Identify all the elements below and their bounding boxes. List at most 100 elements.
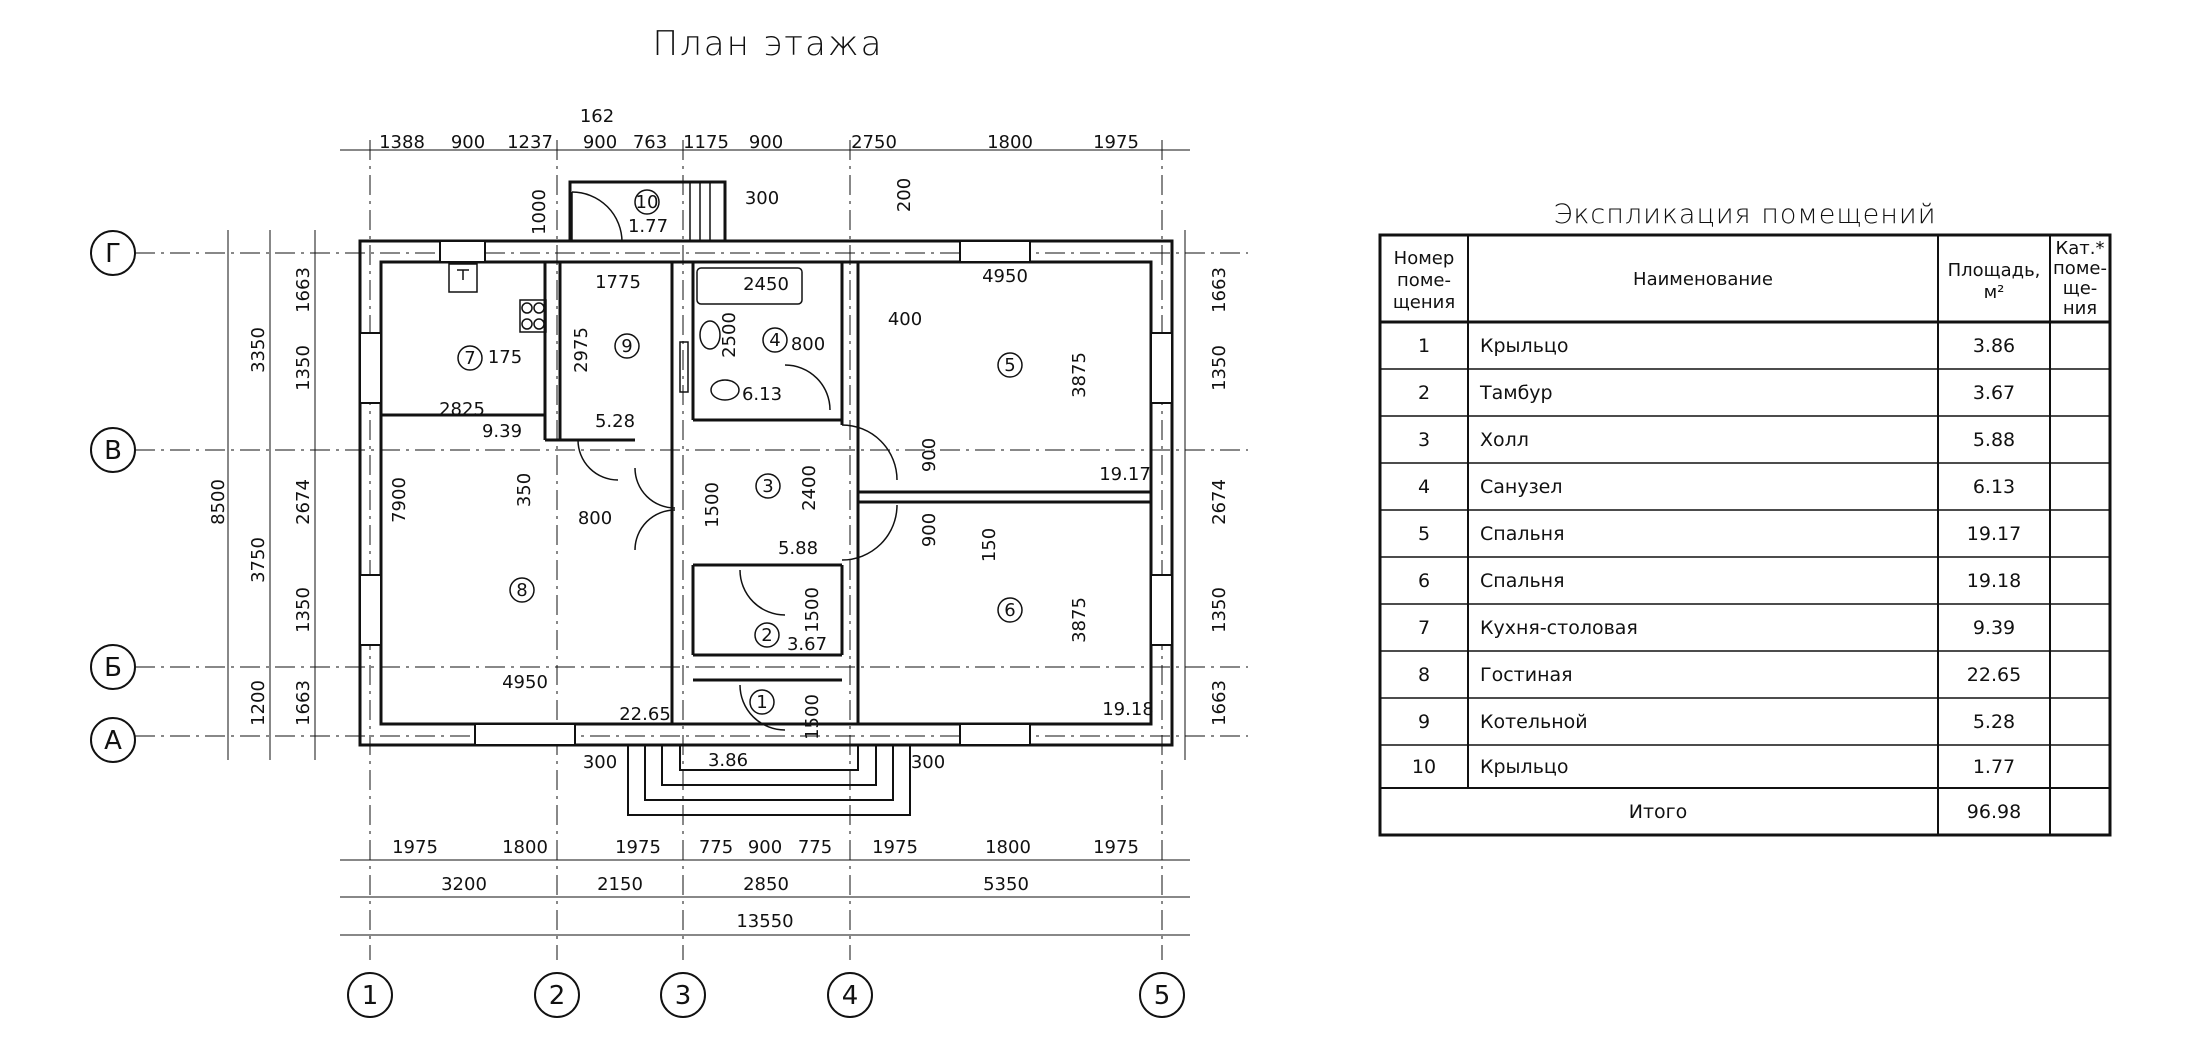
svg-text:1.77: 1.77 — [628, 216, 668, 237]
svg-text:Санузел: Санузел — [1480, 476, 1563, 498]
svg-text:350: 350 — [514, 473, 535, 507]
svg-text:162: 162 — [580, 106, 614, 127]
porch-1-steps — [627, 745, 911, 816]
svg-text:Г: Г — [105, 239, 121, 269]
room-tag-1: 13.86 — [708, 689, 775, 771]
interior-walls — [381, 262, 1151, 724]
svg-text:1500: 1500 — [702, 482, 723, 528]
svg-text:Котельной: Котельной — [1480, 711, 1588, 733]
svg-text:5350: 5350 — [983, 874, 1029, 895]
svg-text:Кат.*: Кат.* — [2055, 238, 2104, 259]
svg-text:5.28: 5.28 — [1973, 711, 2015, 733]
porch-10 — [568, 180, 727, 241]
axis-marker-a: А — [90, 717, 136, 763]
svg-text:1663: 1663 — [1209, 267, 1230, 313]
svg-text:2850: 2850 — [743, 874, 789, 895]
axis-marker-g: Г — [90, 230, 136, 276]
svg-text:2: 2 — [761, 625, 772, 646]
svg-text:900: 900 — [919, 513, 940, 547]
svg-text:8: 8 — [516, 580, 527, 601]
svg-text:1350: 1350 — [293, 587, 314, 633]
svg-text:7900: 7900 — [389, 477, 410, 523]
svg-text:3: 3 — [1418, 429, 1430, 451]
svg-text:200: 200 — [894, 178, 915, 212]
svg-text:Холл: Холл — [1480, 429, 1529, 451]
dims-bottom-2: 3200 2150 2850 5350 13550 — [441, 874, 1029, 932]
table-total-row: Итого 96.98 — [1629, 801, 2021, 823]
svg-text:Крыльцо: Крыльцо — [1480, 335, 1568, 357]
svg-text:1388: 1388 — [379, 132, 425, 153]
dims-left: 8500 3350 3750 1200 1663 1350 2674 1350 … — [208, 267, 314, 726]
dims-interior: 1000 300 200 1775 2450 4950 400 2975 250… — [389, 178, 1151, 773]
room-tag-10: 101.77 — [628, 189, 668, 237]
svg-text:4: 4 — [1418, 476, 1430, 498]
axis-markers-h: Г В Б А — [90, 230, 136, 763]
svg-text:1800: 1800 — [502, 837, 548, 858]
svg-text:Тамбур: Тамбур — [1479, 382, 1553, 404]
room-tag-5: 5 — [997, 352, 1023, 378]
dims-bottom-1: 1975 1800 1975 775 900 775 1975 1800 197… — [392, 837, 1139, 858]
svg-text:1.77: 1.77 — [1973, 756, 2015, 778]
room-tag-3: 35.88 — [755, 473, 818, 559]
svg-text:400: 400 — [888, 309, 922, 330]
svg-text:800: 800 — [578, 508, 612, 529]
svg-text:900: 900 — [749, 132, 783, 153]
svg-text:А: А — [104, 726, 122, 756]
svg-text:5: 5 — [1418, 523, 1430, 545]
svg-text:Наименование: Наименование — [1633, 269, 1773, 290]
svg-text:1975: 1975 — [392, 837, 438, 858]
dim-total-width: 13550 — [736, 911, 793, 932]
svg-text:5.88: 5.88 — [778, 538, 818, 559]
svg-text:Крыльцо: Крыльцо — [1480, 756, 1568, 778]
svg-text:7: 7 — [464, 348, 475, 369]
svg-text:1975: 1975 — [1093, 132, 1139, 153]
svg-text:Спальня: Спальня — [1480, 523, 1565, 545]
svg-text:8: 8 — [1418, 664, 1430, 686]
dim-total-height: 8500 — [208, 479, 229, 525]
plan-title: План этажа — [652, 24, 883, 64]
svg-text:3875: 3875 — [1069, 597, 1090, 643]
svg-text:150: 150 — [979, 528, 1000, 562]
svg-text:поме-: поме- — [1397, 270, 1451, 291]
svg-text:Номер: Номер — [1394, 248, 1455, 269]
svg-text:1: 1 — [1418, 335, 1430, 357]
svg-text:2500: 2500 — [719, 312, 740, 358]
svg-text:300: 300 — [911, 752, 945, 773]
svg-text:3: 3 — [675, 981, 692, 1011]
svg-text:м²: м² — [1984, 282, 2005, 303]
svg-text:поме-: поме- — [2053, 258, 2107, 279]
svg-text:2400: 2400 — [799, 465, 820, 511]
svg-text:900: 900 — [748, 837, 782, 858]
fixtures — [448, 263, 803, 401]
svg-text:ще-: ще- — [2063, 278, 2098, 299]
svg-text:1975: 1975 — [1093, 837, 1139, 858]
axis-marker-3: 3 — [660, 972, 706, 1018]
svg-text:3.67: 3.67 — [787, 634, 827, 655]
svg-text:1: 1 — [362, 981, 379, 1011]
svg-text:В: В — [104, 436, 122, 466]
svg-text:3750: 3750 — [248, 537, 269, 583]
svg-text:900: 900 — [583, 132, 617, 153]
svg-text:2825: 2825 — [439, 399, 485, 420]
dims-right: 1663 1350 2674 1350 1663 — [1209, 267, 1230, 726]
svg-text:1500: 1500 — [802, 587, 823, 633]
axis-marker-5: 5 — [1139, 972, 1185, 1018]
svg-text:1200: 1200 — [248, 680, 269, 726]
room-tag-8: 822.65 — [509, 577, 671, 725]
svg-text:19.18: 19.18 — [1102, 699, 1154, 720]
svg-text:3.86: 3.86 — [708, 750, 748, 771]
svg-text:900: 900 — [919, 438, 940, 472]
svg-text:5: 5 — [1004, 355, 1015, 376]
svg-text:2150: 2150 — [597, 874, 643, 895]
svg-text:1500: 1500 — [802, 694, 823, 740]
svg-text:5.88: 5.88 — [1973, 429, 2015, 451]
svg-text:4950: 4950 — [502, 672, 548, 693]
svg-text:3875: 3875 — [1069, 352, 1090, 398]
